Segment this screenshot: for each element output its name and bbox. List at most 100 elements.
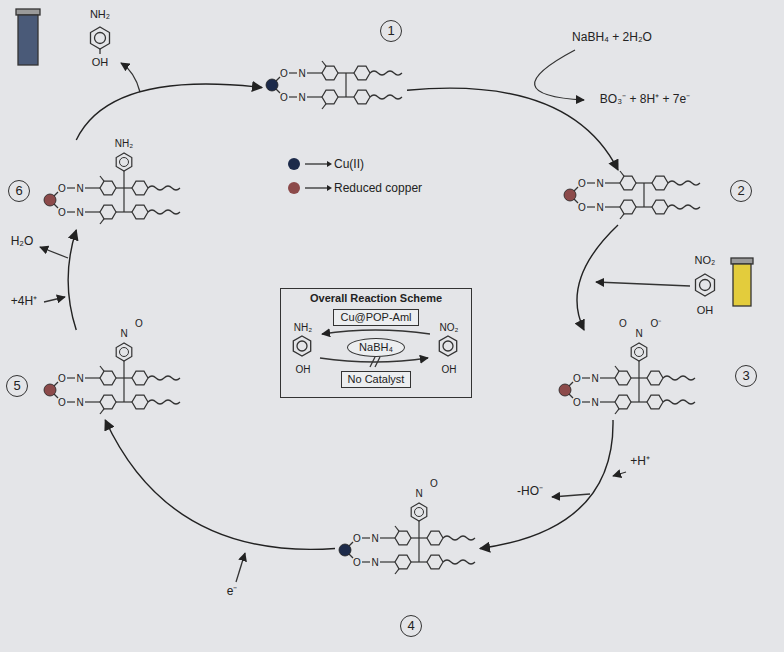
bond [349, 542, 353, 546]
polymer-chain [370, 95, 402, 99]
condition-text: Cu@POP-Aml [340, 311, 411, 323]
atom-label: O [58, 373, 66, 384]
bond [620, 171, 624, 176]
copper-atom [44, 384, 56, 396]
atom-label: O [280, 92, 288, 103]
bond [100, 409, 104, 414]
legend-arrow [300, 183, 334, 193]
bond [380, 561, 395, 562]
bond [100, 176, 104, 181]
bond [574, 199, 578, 203]
bond [54, 382, 58, 386]
bond [85, 377, 100, 378]
bond [345, 73, 346, 97]
legend-swatch [288, 158, 300, 170]
legend-row: Reduced copper [288, 176, 422, 200]
atom-label: N [591, 373, 598, 384]
aromatic-circle [443, 341, 453, 351]
bond [100, 366, 104, 371]
atom-label: O [353, 533, 361, 544]
arrow-shaft [305, 163, 327, 164]
benzene-ring [322, 66, 338, 80]
atom-label: O [58, 207, 66, 218]
benzene-ring [116, 153, 132, 171]
benzene-ring [293, 336, 310, 356]
polymer-chain [148, 210, 180, 214]
bond [643, 183, 644, 207]
bond [99, 49, 100, 54]
polymer-chain [148, 376, 180, 380]
arrow-shaft [305, 187, 327, 188]
intermediate-structure: 3ONONNOO⁻ [555, 330, 700, 420]
aromatic-circle [120, 348, 129, 357]
bond [276, 77, 280, 81]
arrow-head [327, 161, 332, 167]
cycle-arrow [68, 230, 76, 330]
bond [587, 182, 595, 183]
intermediate-structure: 4ONONNO [335, 490, 480, 580]
polymer-chain [148, 400, 180, 404]
benzene-ring [395, 531, 411, 545]
bond [123, 361, 124, 402]
benzene-ring [652, 200, 668, 214]
intermediate-structure: 2ONON [560, 170, 705, 225]
atom-label: N [76, 207, 83, 218]
reagent-label: BO₃⁻ + 8H⁺ + 7e⁻ [600, 93, 690, 106]
scheme-box: Overall Reaction SchemeCu@POP-AmlNaBH₄No… [280, 288, 472, 398]
branch-arrow [121, 63, 140, 92]
step-circle: 1 [380, 20, 402, 42]
step-circle: 4 [400, 615, 422, 637]
aromatic-circle [95, 33, 106, 44]
atom-label: N [76, 373, 83, 384]
benzene-ring [100, 205, 116, 219]
atom-label: O [578, 178, 586, 189]
polymer-chain [370, 71, 402, 75]
bond [54, 394, 58, 398]
benzene-ring [91, 27, 110, 49]
benzene-ring [439, 336, 456, 356]
benzene-ring [631, 343, 647, 361]
benzene-ring [354, 66, 370, 80]
legend-arrow [300, 159, 334, 169]
bond [276, 89, 280, 93]
reagent-label: +H⁺ [630, 455, 650, 468]
cycle-arrow [480, 420, 613, 549]
atom-label: O [280, 68, 288, 79]
atom-label: O [135, 318, 143, 329]
bond [395, 569, 399, 574]
atom-label: N [596, 202, 603, 213]
condition-box: Cu@POP-Aml [333, 309, 418, 326]
bond [638, 361, 639, 402]
bond [362, 561, 370, 562]
atom-label: O [619, 318, 627, 329]
bond [574, 187, 578, 191]
benzene-ring [620, 176, 636, 190]
aromatic-circle [297, 341, 307, 351]
condition-text: No Catalyst [348, 373, 405, 385]
benzene-ring [696, 274, 715, 296]
aromatic-circle [120, 158, 129, 167]
bond [600, 401, 615, 402]
benzene-ring [322, 90, 338, 104]
branch-arrow [40, 247, 68, 258]
atom-label: O [573, 397, 581, 408]
benzene-ring [132, 395, 148, 409]
step-number: 6 [15, 183, 22, 198]
benzene-ring [100, 371, 116, 385]
reagent-label: NH₂ [90, 8, 110, 20]
bond [582, 377, 590, 378]
atom-label: N [298, 68, 305, 79]
copper-atom [266, 79, 278, 91]
benzene-ring [647, 371, 663, 385]
legend-text: Cu(II) [334, 157, 364, 171]
benzene-ring [652, 176, 668, 190]
reagent-label: NH₂ [294, 322, 312, 333]
bond [362, 537, 370, 538]
reagent-label: NO₂ [440, 322, 459, 333]
legend-row: Cu(II) [288, 152, 422, 176]
branch-arrow [552, 494, 590, 497]
copper-atom [44, 194, 56, 206]
legend: Cu(II) Reduced copper [288, 152, 422, 200]
vial-cap [731, 258, 753, 264]
bond [54, 192, 58, 196]
